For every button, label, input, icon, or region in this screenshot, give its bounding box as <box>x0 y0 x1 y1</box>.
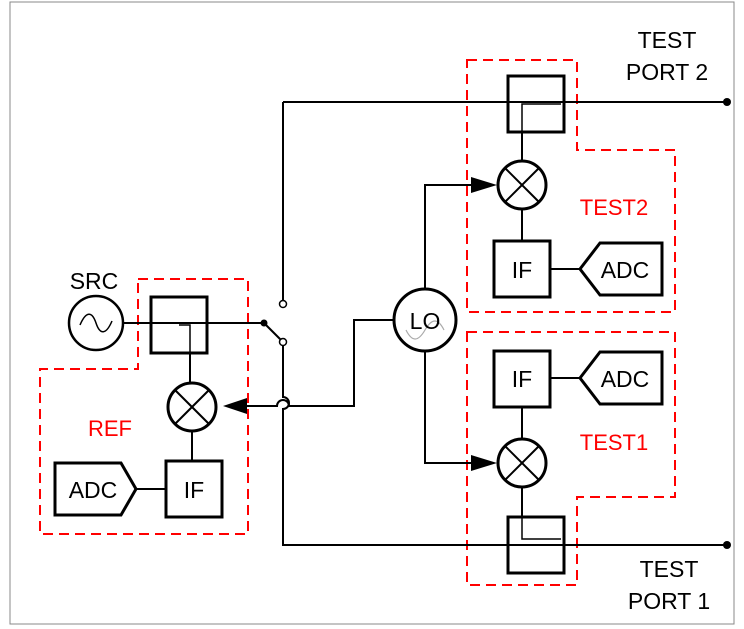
ref-adc-label: ADC <box>69 477 118 503</box>
lo-label: LO <box>410 308 441 334</box>
port1-label-line1: TEST <box>640 556 699 582</box>
ref-group-label: REF <box>88 416 132 441</box>
ref-adc-block <box>53 461 138 517</box>
port2-label-line1: TEST <box>638 27 697 53</box>
test1-group-label: TEST1 <box>580 430 648 455</box>
outer-frame <box>9 1 735 625</box>
switch-contact-upper <box>278 299 288 309</box>
test2-group-label: TEST2 <box>580 195 648 220</box>
src-label: SRC <box>70 268 119 294</box>
test1-if-label: IF <box>512 366 532 392</box>
sine-wave-source-icon <box>67 294 125 352</box>
switch-contact-lower <box>278 337 288 347</box>
test2-mixer-icon <box>496 159 548 211</box>
port1-terminal <box>723 541 731 549</box>
ref-if-label: IF <box>184 477 204 503</box>
test1-if-block <box>492 349 552 409</box>
port2-terminal <box>723 98 731 106</box>
test1-group-border <box>466 331 676 586</box>
switch-contact-pivot <box>260 319 268 327</box>
test2-adc-block <box>578 241 664 297</box>
port1-label-line2: PORT 1 <box>628 588 710 614</box>
test1-mixer-icon <box>496 437 548 489</box>
arrowhead-test1-mixer <box>471 455 497 471</box>
ref-if-block <box>164 459 224 519</box>
test2-if-label: IF <box>512 257 532 283</box>
test2-adc-label: ADC <box>601 257 650 283</box>
test1-coupler-icon <box>506 515 566 575</box>
arrowhead-ref-mixer <box>223 398 247 414</box>
lo-oscillator-icon <box>392 287 458 353</box>
test2-if-block <box>492 239 552 299</box>
test1-adc-label: ADC <box>601 366 650 392</box>
test1-adc-block <box>578 350 664 406</box>
ref-coupler-icon <box>149 295 209 355</box>
ref-group-border <box>39 278 249 535</box>
test2-coupler-icon <box>506 74 566 134</box>
arrowhead-test2-mixer <box>471 177 497 193</box>
test2-group-border <box>466 59 676 313</box>
ref-mixer-icon <box>166 381 218 433</box>
port2-label-line2: PORT 2 <box>626 59 708 85</box>
